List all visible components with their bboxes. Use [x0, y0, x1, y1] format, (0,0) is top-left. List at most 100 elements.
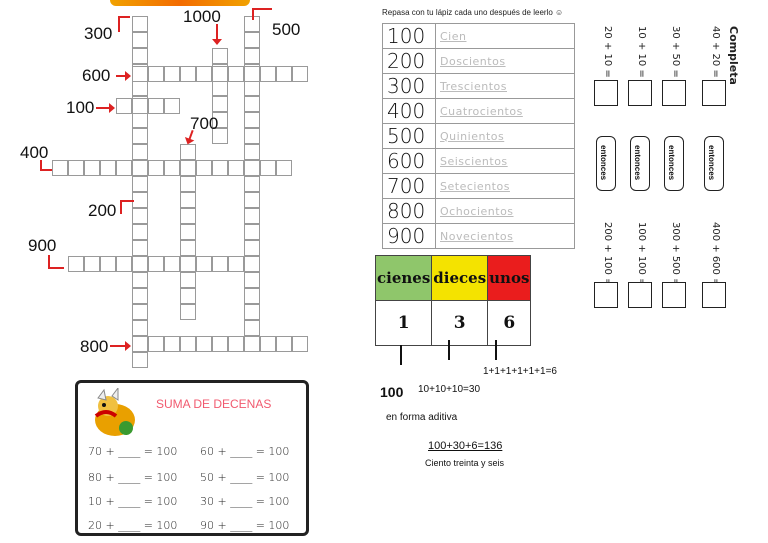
- crossword-cell[interactable]: [244, 256, 260, 272]
- answer-box[interactable]: [628, 282, 652, 308]
- crossword-cell[interactable]: [84, 256, 100, 272]
- crossword-cell[interactable]: [132, 272, 148, 288]
- crossword-cell[interactable]: [180, 272, 196, 288]
- crossword-cell[interactable]: [212, 112, 228, 128]
- crossword-cell[interactable]: [244, 240, 260, 256]
- crossword-cell[interactable]: [180, 256, 196, 272]
- crossword-cell[interactable]: [180, 224, 196, 240]
- crossword-cell[interactable]: [116, 98, 132, 114]
- crossword-cell[interactable]: [180, 144, 196, 160]
- crossword-cell[interactable]: [100, 256, 116, 272]
- crossword-cell[interactable]: [276, 336, 292, 352]
- crossword-cell[interactable]: [196, 160, 212, 176]
- crossword-cell[interactable]: [52, 160, 68, 176]
- crossword-cell[interactable]: [244, 208, 260, 224]
- crossword-cell[interactable]: [132, 304, 148, 320]
- crossword-cell[interactable]: [148, 256, 164, 272]
- crossword-cell[interactable]: [212, 336, 228, 352]
- crossword-cell[interactable]: [132, 192, 148, 208]
- crossword-cell[interactable]: [196, 336, 212, 352]
- crossword-cell[interactable]: [212, 80, 228, 96]
- crossword-cell[interactable]: [132, 288, 148, 304]
- crossword-cell[interactable]: [260, 66, 276, 82]
- answer-box[interactable]: [702, 282, 726, 308]
- crossword-cell[interactable]: [132, 224, 148, 240]
- crossword-cell[interactable]: [212, 48, 228, 64]
- crossword-cell[interactable]: [132, 160, 148, 176]
- crossword-cell[interactable]: [132, 48, 148, 64]
- crossword-cell[interactable]: [244, 66, 260, 82]
- crossword-cell[interactable]: [244, 320, 260, 336]
- crossword-cell[interactable]: [148, 336, 164, 352]
- crossword-cell[interactable]: [292, 66, 308, 82]
- crossword-cell[interactable]: [164, 66, 180, 82]
- crossword-cell[interactable]: [292, 336, 308, 352]
- crossword-cell[interactable]: [276, 160, 292, 176]
- crossword-cell[interactable]: [68, 256, 84, 272]
- crossword-cell[interactable]: [212, 256, 228, 272]
- crossword-cell[interactable]: [260, 336, 276, 352]
- crossword-cell[interactable]: [212, 128, 228, 144]
- crossword-cell[interactable]: [116, 160, 132, 176]
- crossword-cell[interactable]: [244, 80, 260, 96]
- crossword-cell[interactable]: [212, 96, 228, 112]
- crossword-cell[interactable]: [132, 176, 148, 192]
- crossword-cell[interactable]: [244, 336, 260, 352]
- crossword-cell[interactable]: [84, 160, 100, 176]
- answer-box[interactable]: [594, 282, 618, 308]
- crossword-cell[interactable]: [212, 66, 228, 82]
- crossword-cell[interactable]: [132, 352, 148, 368]
- crossword-cell[interactable]: [244, 272, 260, 288]
- crossword-cell[interactable]: [180, 66, 196, 82]
- crossword-cell[interactable]: [164, 256, 180, 272]
- crossword-cell[interactable]: [132, 112, 148, 128]
- crossword-cell[interactable]: [244, 96, 260, 112]
- crossword-cell[interactable]: [180, 192, 196, 208]
- crossword-cell[interactable]: [196, 256, 212, 272]
- answer-box[interactable]: [662, 282, 686, 308]
- crossword-cell[interactable]: [180, 160, 196, 176]
- crossword-cell[interactable]: [132, 66, 148, 82]
- crossword-cell[interactable]: [180, 176, 196, 192]
- crossword-cell[interactable]: [132, 240, 148, 256]
- crossword-cell[interactable]: [244, 304, 260, 320]
- crossword-cell[interactable]: [228, 66, 244, 82]
- crossword-cell[interactable]: [228, 160, 244, 176]
- crossword-cell[interactable]: [244, 160, 260, 176]
- crossword-cell[interactable]: [244, 48, 260, 64]
- crossword-cell[interactable]: [164, 336, 180, 352]
- crossword-cell[interactable]: [164, 160, 180, 176]
- crossword-cell[interactable]: [276, 66, 292, 82]
- crossword-cell[interactable]: [132, 80, 148, 96]
- crossword-cell[interactable]: [132, 336, 148, 352]
- crossword-cell[interactable]: [132, 256, 148, 272]
- answer-box[interactable]: [702, 80, 726, 106]
- crossword-cell[interactable]: [132, 32, 148, 48]
- answer-box[interactable]: [662, 80, 686, 106]
- crossword-cell[interactable]: [100, 160, 116, 176]
- crossword-cell[interactable]: [180, 304, 196, 320]
- crossword-cell[interactable]: [132, 320, 148, 336]
- crossword-cell[interactable]: [244, 192, 260, 208]
- crossword-cell[interactable]: [228, 336, 244, 352]
- crossword-cell[interactable]: [116, 256, 132, 272]
- crossword-cell[interactable]: [132, 128, 148, 144]
- crossword-cell[interactable]: [228, 256, 244, 272]
- crossword-cell[interactable]: [244, 32, 260, 48]
- crossword-cell[interactable]: [132, 16, 148, 32]
- crossword-cell[interactable]: [180, 208, 196, 224]
- crossword-cell[interactable]: [180, 336, 196, 352]
- crossword-cell[interactable]: [164, 98, 180, 114]
- crossword-cell[interactable]: [180, 288, 196, 304]
- crossword-cell[interactable]: [244, 224, 260, 240]
- crossword-cell[interactable]: [132, 208, 148, 224]
- crossword-cell[interactable]: [148, 160, 164, 176]
- crossword-cell[interactable]: [212, 160, 228, 176]
- crossword-cell[interactable]: [148, 98, 164, 114]
- crossword-cell[interactable]: [244, 288, 260, 304]
- crossword-cell[interactable]: [180, 240, 196, 256]
- crossword-cell[interactable]: [244, 144, 260, 160]
- answer-box[interactable]: [594, 80, 618, 106]
- crossword-cell[interactable]: [132, 144, 148, 160]
- crossword-cell[interactable]: [260, 160, 276, 176]
